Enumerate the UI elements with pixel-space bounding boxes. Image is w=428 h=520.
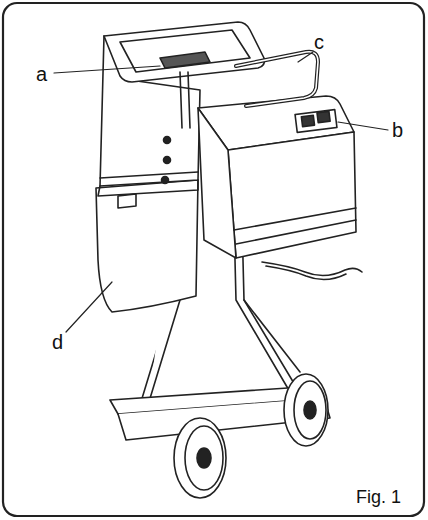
- figure-frame: [3, 3, 424, 516]
- motor-housing: [228, 132, 356, 258]
- callout-letter: c: [314, 32, 324, 52]
- bag-handle: [118, 194, 136, 208]
- power-cord: [262, 262, 362, 276]
- wheel: [174, 374, 328, 498]
- figure-caption: Fig. 1: [356, 488, 401, 506]
- callout-letter: b: [392, 120, 403, 140]
- leader-line: [54, 52, 388, 332]
- callout-letter: d: [52, 332, 63, 352]
- switch-panel: [295, 110, 337, 133]
- handle: [236, 52, 318, 106]
- callout-letter: a: [36, 64, 47, 84]
- collection-bag: [96, 180, 198, 312]
- hopper-rim: [104, 22, 264, 82]
- feed-opening: [160, 52, 210, 68]
